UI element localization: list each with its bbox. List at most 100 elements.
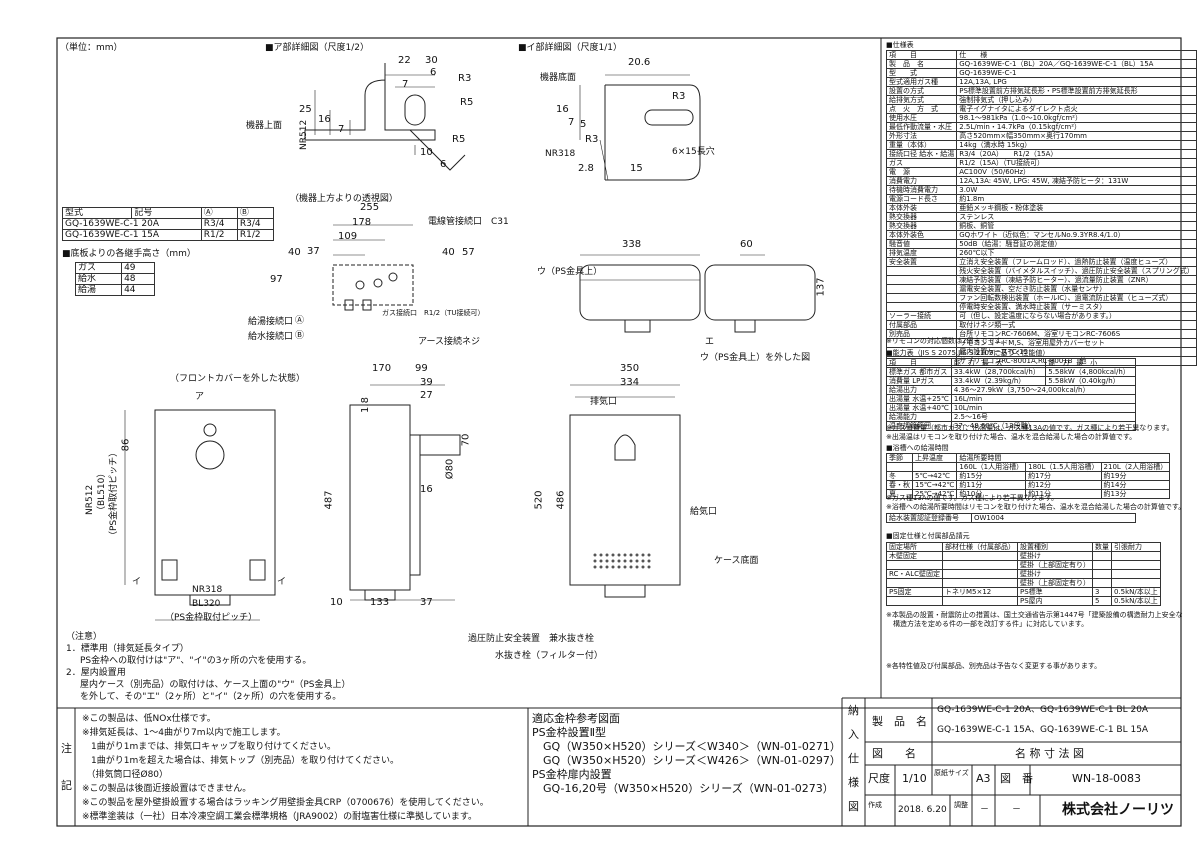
- top-view-drawing: [332, 224, 414, 311]
- capacity-key: 項 目: [886, 358, 952, 368]
- frame-ref-line: 適応金枠参考図面: [532, 712, 620, 725]
- drawing-name-label: 図 名: [872, 747, 916, 760]
- spec-value: 2.5L/min・14.7kPa（0.15kgf/cm²）: [956, 122, 1197, 132]
- capacity-key: 給湯能力: [886, 412, 952, 422]
- bath-cell: 約15分: [956, 471, 1027, 481]
- fixing-cell: [941, 551, 1018, 561]
- spec-row: 点 火 方 式電子イグナイタによるダイレクト点火: [885, 104, 1197, 114]
- fixing-cell: 壁掛（上部固定有り）: [1016, 578, 1093, 588]
- nr512-label: NR512: [299, 119, 309, 150]
- fixing-row: 木壁固定壁掛け: [886, 551, 1161, 561]
- height-r1c0: 給水: [74, 273, 123, 285]
- dim-10: 10: [420, 147, 433, 158]
- bath-cell: 180L（1.5人用浴槽）: [1025, 462, 1102, 472]
- fixing-cell: [1110, 551, 1161, 561]
- e-label: エ: [705, 337, 715, 347]
- height-r2c1: 44: [121, 284, 155, 296]
- hot-outlet-mark: Ⓐ: [295, 316, 305, 326]
- bath-cell: 春・秋: [886, 480, 913, 490]
- spec-value: 仕 様: [956, 50, 1197, 60]
- spec-note: ※リモコンの対応個数は2個までです。: [886, 337, 1008, 345]
- fixing-cell: 壁掛（上部固定有り）: [1016, 560, 1093, 570]
- spec-key: 電 源: [885, 167, 958, 177]
- dim-255: 255: [360, 202, 380, 213]
- front-view-drawing: [124, 409, 276, 621]
- i-mark-right: イ: [277, 577, 287, 587]
- bath-row: 季節上昇温度給湯所要時間: [886, 453, 1171, 463]
- fixing-header: 固定場所: [886, 542, 943, 552]
- dim-133: 133: [370, 597, 390, 608]
- model-h0: 型式: [61, 207, 133, 219]
- spec-value: 12A,13A: 45W, LPG: 45W, 凍結予防ヒータ：131W: [956, 176, 1197, 186]
- dim-338: 338: [622, 239, 642, 250]
- r3b-i-label: R3: [585, 134, 599, 145]
- spec-key: 安全装置: [885, 257, 958, 267]
- spec-value: AC100V（50/60Hz）: [956, 167, 1197, 177]
- height-r2c0: 給湯: [74, 284, 123, 296]
- spec-key: [885, 302, 958, 312]
- spec-key: ガス: [885, 158, 958, 168]
- slot-label: 6×15長穴: [672, 147, 715, 157]
- fixing-cell: [886, 578, 943, 588]
- front-view-title: （フロントカバーを外した状態）: [170, 374, 306, 384]
- spec-value: 残火安全装置（バイメタルスイッチ）、過圧防止安全装置（スプリング式）: [956, 266, 1197, 276]
- fixing-cell: PS固定: [886, 587, 943, 597]
- fixing-cell: トネリM5×12: [941, 587, 1018, 597]
- spec-key: 熱交換器: [885, 212, 958, 222]
- cert-label: 給水装置認証登録番号: [886, 513, 972, 523]
- spec-key: 製 品 名: [885, 59, 958, 69]
- device-bottom-label: 機器底面: [540, 73, 577, 83]
- dim-170: 170: [372, 363, 392, 374]
- spec-key: 給排気方式: [885, 95, 958, 105]
- spec-row: 熱交換器銅板、銅管: [885, 221, 1197, 231]
- spec-key: [885, 275, 958, 285]
- spec-row: ファン回転数検出装置（ホールIC）、過電流防止装置（ヒューズ式）: [885, 293, 1197, 303]
- spec-key: 排気温度: [885, 248, 958, 258]
- fixing-cell: [886, 560, 943, 570]
- spec-row: 重量（本体）14kg（満水時 15kg）: [885, 140, 1197, 150]
- fixing-cell: [1091, 578, 1112, 588]
- spec-key: [885, 284, 958, 294]
- ps-pitch-v-label: （PS金枠取付ピッチ）: [109, 447, 119, 540]
- dim-22: 22: [398, 55, 411, 66]
- r5b-label: R5: [452, 134, 466, 145]
- dim-60: 60: [740, 239, 753, 250]
- remarks-side-1: 注: [61, 742, 72, 755]
- capacity-min: 5.58kW（0.40kg/h）: [1045, 376, 1136, 386]
- fixing-title: ■固定仕様と付属部品請元: [886, 532, 970, 540]
- frame-ref-line: GQ-16,20号（W350×H520）シリーズ（WN-01-0273）: [532, 782, 834, 795]
- capacity-value: 16L/min: [950, 394, 1137, 404]
- capacity-value: 2.5〜16号: [950, 412, 1137, 422]
- u-removed-label: ウ（PS金具上）を外した図: [700, 353, 811, 363]
- spec-key: 項 目: [885, 50, 958, 60]
- dim-520: 520: [533, 490, 545, 510]
- product-name-label: 製 品 名: [872, 715, 927, 728]
- notes-title: （注意）: [66, 632, 103, 642]
- dim-10-side: 10: [330, 597, 343, 608]
- dim-15-i: 15: [630, 163, 643, 174]
- model-r1c2: R1/2: [236, 229, 275, 241]
- height-r1c1: 48: [121, 273, 155, 285]
- spec-row: 凍結予防装置（凍結予防ヒーター）、過流量防止装置（ZNR）: [885, 275, 1197, 285]
- bath-note-2: ※浴槽への給湯所要時間はリモコンを取り付けた場合、温水を混合給湯した場合の計算値…: [886, 503, 1186, 511]
- fixing-cell: [1110, 569, 1161, 579]
- bath-h-time: 給湯所要時間: [956, 453, 1171, 463]
- fixing-header: 引張耐力: [1110, 542, 1161, 552]
- capacity-min: 能 力 最 小: [1045, 358, 1136, 368]
- spec-value: R1/2（15A）（TU接続可）: [956, 158, 1197, 168]
- dim-16-i: 16: [556, 104, 569, 115]
- bath-cell: 約13分: [1100, 489, 1171, 499]
- model-r0c1: R3/4: [200, 218, 238, 230]
- fixing-cell: 0.5kN/本以上: [1110, 596, 1161, 606]
- dim-30: 30: [425, 55, 438, 66]
